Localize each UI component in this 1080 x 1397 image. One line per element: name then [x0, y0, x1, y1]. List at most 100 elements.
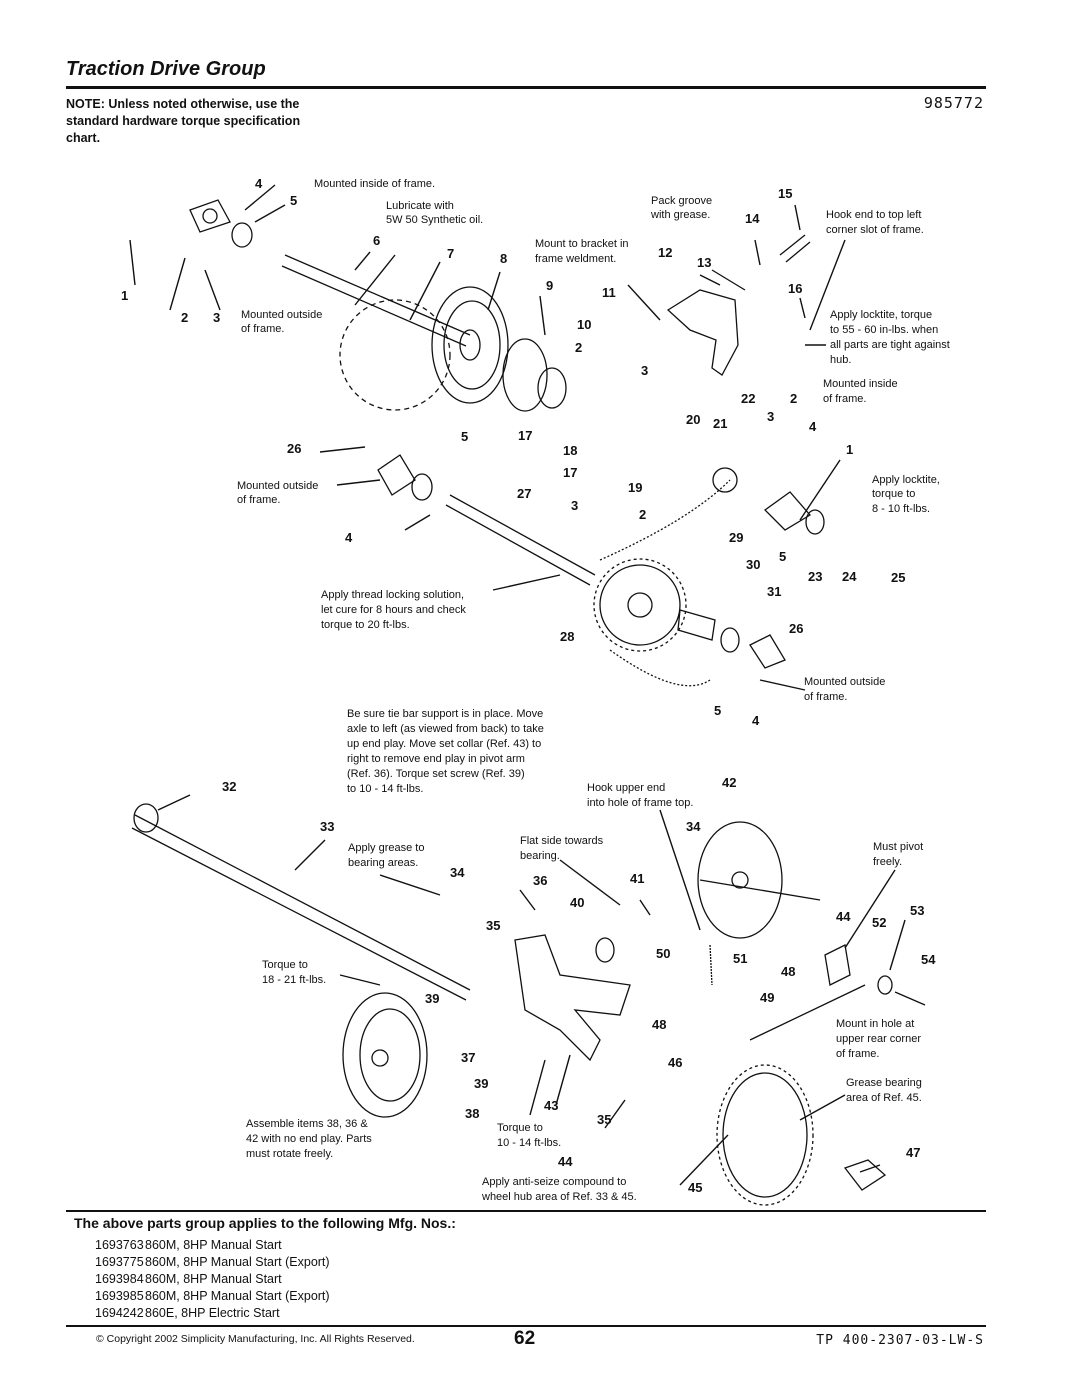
callout-2c: 2 [790, 391, 797, 406]
copyright-notice: © Copyright 2002 Simplicity Manufacturin… [96, 1333, 415, 1345]
callout-52: 52 [872, 915, 886, 930]
callout-34b: 34 [450, 865, 465, 880]
note-tie-bar: Be sure tie bar support is in place. Mov… [347, 708, 547, 795]
callout-2d: 2 [639, 507, 646, 522]
callout-35b: 35 [597, 1112, 611, 1127]
callout-5d: 5 [714, 703, 721, 718]
callout-20: 20 [686, 412, 700, 427]
callout-24: 24 [842, 569, 857, 584]
callout-19: 19 [628, 480, 642, 495]
callout-4b: 4 [809, 419, 817, 434]
note-hook-upper: Hook upper end into hole of frame top. [587, 782, 693, 809]
callout-44: 44 [836, 909, 851, 924]
leader-lines [129, 184, 906, 1186]
callout-42: 42 [722, 775, 736, 790]
callout-6: 6 [373, 233, 380, 248]
note-pack-groove: Pack groove with grease. [650, 195, 715, 221]
callout-53: 53 [910, 903, 924, 918]
mfg-description: 860M, 8HP Manual Start (Export) [145, 1255, 330, 1269]
list-item: 1694242860E, 8HP Electric Start [95, 1305, 330, 1322]
note-mounted-inside-top: Mounted inside of frame. [314, 178, 435, 190]
callout-44b: 44 [558, 1154, 573, 1169]
note-apply-grease: Apply grease to bearing areas. [348, 842, 428, 869]
note-anti-seize: Apply anti-seize compound to wheel hub a… [481, 1176, 637, 1203]
callout-49: 49 [760, 990, 774, 1005]
note-mounted-outside-1: Mounted outside of frame. [241, 309, 325, 335]
page-number: 62 [514, 1328, 536, 1349]
mfg-number: 1694242 [95, 1306, 144, 1320]
callout-48b: 48 [652, 1017, 666, 1032]
note-grease-bearing: Grease bearing area of Ref. 45. [846, 1077, 925, 1104]
callout-18: 18 [563, 443, 577, 458]
callout-23: 23 [808, 569, 822, 584]
mfg-number: 1693985 [95, 1289, 144, 1303]
callout-3: 3 [213, 310, 220, 325]
footer-rule [66, 1325, 986, 1327]
callout-5b: 5 [461, 429, 468, 444]
callout-15: 15 [778, 186, 792, 201]
callout-3b: 3 [641, 363, 648, 378]
callout-32: 32 [222, 779, 236, 794]
callout-3c: 3 [767, 409, 774, 424]
annotation-notes: Mounted inside of frame. Lubricate with … [237, 178, 953, 1203]
callout-5: 5 [290, 193, 297, 208]
callout-50: 50 [656, 946, 670, 961]
mfg-description: 860E, 8HP Electric Start [145, 1306, 280, 1320]
callout-48: 48 [781, 964, 795, 979]
callout-35: 35 [486, 918, 500, 933]
list-item: 1693763860M, 8HP Manual Start [95, 1237, 330, 1254]
callout-34: 34 [686, 819, 701, 834]
list-item: 1693984860M, 8HP Manual Start [95, 1271, 330, 1288]
callout-30: 30 [746, 557, 760, 572]
callout-9: 9 [546, 278, 553, 293]
callout-1: 1 [121, 288, 128, 303]
callout-3d: 3 [571, 498, 578, 513]
note-locktite-8: Apply locktite, torque to 8 - 10 ft-lbs. [872, 474, 943, 515]
callout-39b: 39 [474, 1076, 488, 1091]
callout-16: 16 [788, 281, 802, 296]
callout-22: 22 [741, 391, 755, 406]
callout-2b: 2 [575, 340, 582, 355]
callout-10: 10 [577, 317, 591, 332]
note-mounted-outside-3: Mounted outside of frame. [804, 676, 888, 703]
callout-13: 13 [697, 255, 711, 270]
callout-17b: 17 [563, 465, 577, 480]
note-mount-hole: Mount in hole at upper rear corner of fr… [836, 1018, 924, 1060]
callout-47: 47 [906, 1145, 920, 1160]
callout-4: 4 [255, 176, 263, 191]
document-number: 985772 [923, 94, 984, 112]
callout-45: 45 [688, 1180, 702, 1195]
callout-11: 11 [602, 285, 616, 300]
note-thread-locking: Apply thread locking solution, let cure … [321, 589, 469, 631]
note-torque-18: Torque to 18 - 21 ft-lbs. [262, 959, 326, 986]
callout-1b: 1 [846, 442, 853, 457]
mfg-number: 1693763 [95, 1238, 144, 1252]
callout-43: 43 [544, 1098, 558, 1113]
callout-labels: 4 5 6 7 8 1 2 3 9 11 10 2 3 12 13 14 15 … [121, 176, 936, 1195]
callout-4d: 4 [752, 713, 760, 728]
callout-8: 8 [500, 251, 507, 266]
title-rule [66, 86, 986, 89]
note-torque-10: Torque to 10 - 14 ft-lbs. [497, 1122, 561, 1149]
callout-51: 51 [733, 951, 747, 966]
callout-14: 14 [745, 211, 760, 226]
note-locktite-55: Apply locktite, torque to 55 - 60 in-lbs… [830, 309, 953, 366]
tp-code: TP 400-2307-03-LW-S [816, 1333, 984, 1348]
callout-26: 26 [287, 441, 301, 456]
note-hook-top-left: Hook end to top left corner slot of fram… [826, 209, 924, 236]
mfg-description: 860M, 8HP Manual Start [145, 1272, 282, 1286]
callout-46: 46 [668, 1055, 682, 1070]
exploded-parts-diagram: 4 5 6 7 8 1 2 3 9 11 10 2 3 12 13 14 15 … [121, 176, 953, 1206]
callout-39: 39 [425, 991, 439, 1006]
section-rule [66, 1210, 986, 1212]
note-mount-bracket: Mount to bracket in frame weldment. [535, 238, 632, 265]
callout-26b: 26 [789, 621, 803, 636]
mfg-description: 860M, 8HP Manual Start (Export) [145, 1289, 330, 1303]
callout-41: 41 [630, 871, 644, 886]
note-flat-side: Flat side towards bearing. [520, 835, 606, 862]
note-assemble: Assemble items 38, 36 & 42 with no end p… [246, 1118, 375, 1160]
callout-29: 29 [729, 530, 743, 545]
callout-25: 25 [891, 570, 905, 585]
mfg-description: 860M, 8HP Manual Start [145, 1238, 282, 1252]
note-mounted-inside-right: Mounted inside of frame. [823, 378, 901, 405]
